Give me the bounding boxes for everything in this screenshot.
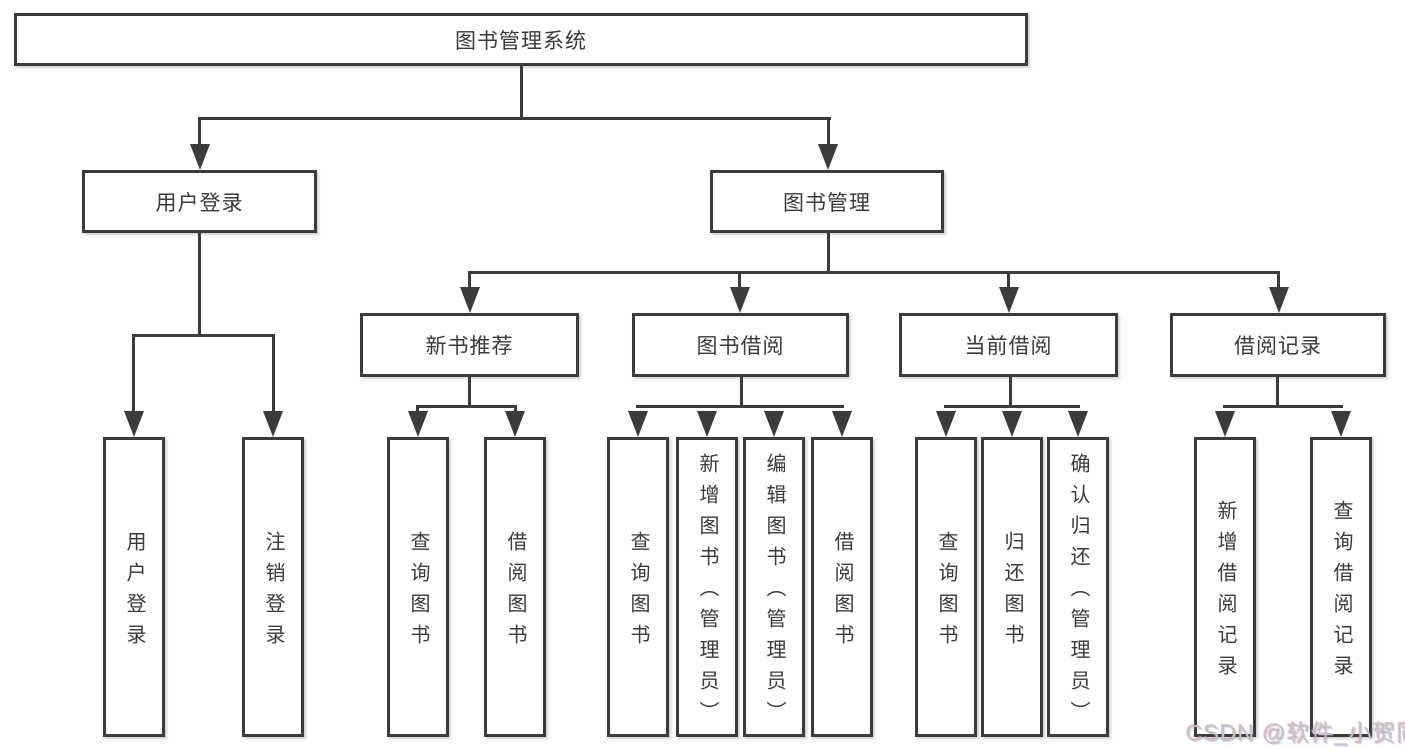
leaf-records-query-record: 查询借阅记录	[1310, 437, 1372, 737]
connector-line	[1007, 271, 1010, 293]
leaf-records-add-record-label: 新增借阅记录	[1214, 499, 1236, 686]
leaf-borrow-add-books-admin: 新增图书（管理员）	[676, 437, 738, 737]
leaf-newbook-query-books: 查询图书	[387, 437, 449, 737]
arrow-down-icon	[832, 411, 852, 437]
arrow-down-icon	[999, 287, 1019, 313]
leaf-borrow-add-books-admin-label: 新增图书（管理员）	[696, 453, 718, 732]
arrow-down-icon	[124, 411, 144, 437]
arrow-down-icon	[1002, 411, 1022, 437]
leaf-current-query-books-label: 查询图书	[935, 530, 957, 655]
connector-line	[198, 117, 201, 150]
leaf-current-return-books-label: 归还图书	[1001, 530, 1023, 655]
node-book-borrowing: 图书借阅	[632, 313, 849, 377]
leaf-newbook-borrow-books: 借阅图书	[484, 437, 546, 737]
connector-line	[198, 232, 201, 336]
connector-line	[944, 405, 1080, 408]
leaf-logout: 注销登录	[242, 437, 304, 737]
connector-line	[827, 117, 830, 150]
connector-line	[1277, 271, 1280, 293]
connector-line	[132, 334, 275, 337]
leaf-logout-label: 注销登录	[262, 530, 284, 655]
connector-line	[738, 271, 741, 293]
leaf-current-return-books: 归还图书	[981, 437, 1043, 737]
arrow-down-icon	[936, 411, 956, 437]
node-borrowing-records: 借阅记录	[1170, 313, 1386, 377]
arrow-down-icon	[263, 411, 283, 437]
arrow-down-icon	[460, 287, 480, 313]
leaf-borrow-borrow-books-label: 借阅图书	[831, 530, 853, 655]
leaf-borrow-query-books: 查询图书	[607, 437, 669, 737]
arrow-down-icon	[1068, 411, 1088, 437]
csdn-watermark: CSDN @软件_小贺同学	[1186, 720, 1405, 746]
connector-line	[132, 334, 135, 416]
connector-line	[468, 376, 471, 408]
node-user-login-label: 用户登录	[155, 191, 244, 215]
node-root-library-management-system: 图书管理系统	[14, 13, 1028, 66]
connector-line	[740, 376, 743, 408]
arrow-down-icon	[1269, 287, 1289, 313]
arrow-down-icon	[730, 287, 750, 313]
leaf-borrow-edit-books-admin: 编辑图书（管理员）	[743, 437, 805, 737]
arrow-down-icon	[764, 411, 784, 437]
leaf-borrow-edit-books-admin-label: 编辑图书（管理员）	[763, 453, 785, 732]
connector-line	[272, 334, 275, 416]
arrow-down-icon	[190, 144, 210, 170]
node-book-management: 图书管理	[710, 170, 944, 233]
connector-line	[520, 64, 523, 119]
leaf-newbook-query-books-label: 查询图书	[407, 530, 429, 655]
node-new-book-recommend: 新书推荐	[360, 313, 579, 377]
leaf-user-login: 用户登录	[103, 437, 165, 737]
leaf-current-confirm-return-admin-label: 确认归还（管理员）	[1067, 453, 1089, 732]
arrow-down-icon	[818, 144, 838, 170]
arrow-down-icon	[628, 411, 648, 437]
connector-line	[827, 232, 830, 274]
leaf-borrow-query-books-label: 查询图书	[627, 530, 649, 655]
leaf-current-query-books: 查询图书	[915, 437, 977, 737]
node-book-management-label: 图书管理	[783, 191, 871, 215]
connector-line	[468, 271, 1280, 274]
leaf-records-add-record: 新增借阅记录	[1194, 437, 1256, 737]
node-current-borrowing-label: 当前借阅	[964, 335, 1053, 358]
node-new-book-recommend-label: 新书推荐	[425, 335, 514, 358]
connector-line	[198, 117, 831, 120]
connector-line	[1276, 376, 1279, 408]
leaf-newbook-borrow-books-label: 借阅图书	[504, 530, 526, 655]
connector-line	[636, 405, 844, 408]
arrow-down-icon	[697, 411, 717, 437]
connector-line	[416, 405, 517, 408]
arrow-down-icon	[1215, 411, 1235, 437]
leaf-borrow-borrow-books: 借阅图书	[811, 437, 873, 737]
arrow-down-icon	[1331, 411, 1351, 437]
node-current-borrowing: 当前借阅	[899, 313, 1118, 377]
leaf-current-confirm-return-admin: 确认归还（管理员）	[1047, 437, 1109, 737]
node-book-borrowing-label: 图书借阅	[696, 335, 785, 358]
connector-line	[1223, 405, 1343, 408]
connector-line	[1009, 376, 1012, 408]
node-root-label: 图书管理系统	[455, 29, 587, 53]
connector-line	[468, 271, 471, 293]
node-user-login: 用户登录	[82, 170, 317, 233]
arrow-down-icon	[505, 411, 525, 437]
leaf-user-login-label: 用户登录	[123, 530, 145, 655]
leaf-records-query-record-label: 查询借阅记录	[1330, 499, 1352, 686]
arrow-down-icon	[408, 411, 428, 437]
node-borrowing-records-label: 借阅记录	[1234, 335, 1322, 358]
